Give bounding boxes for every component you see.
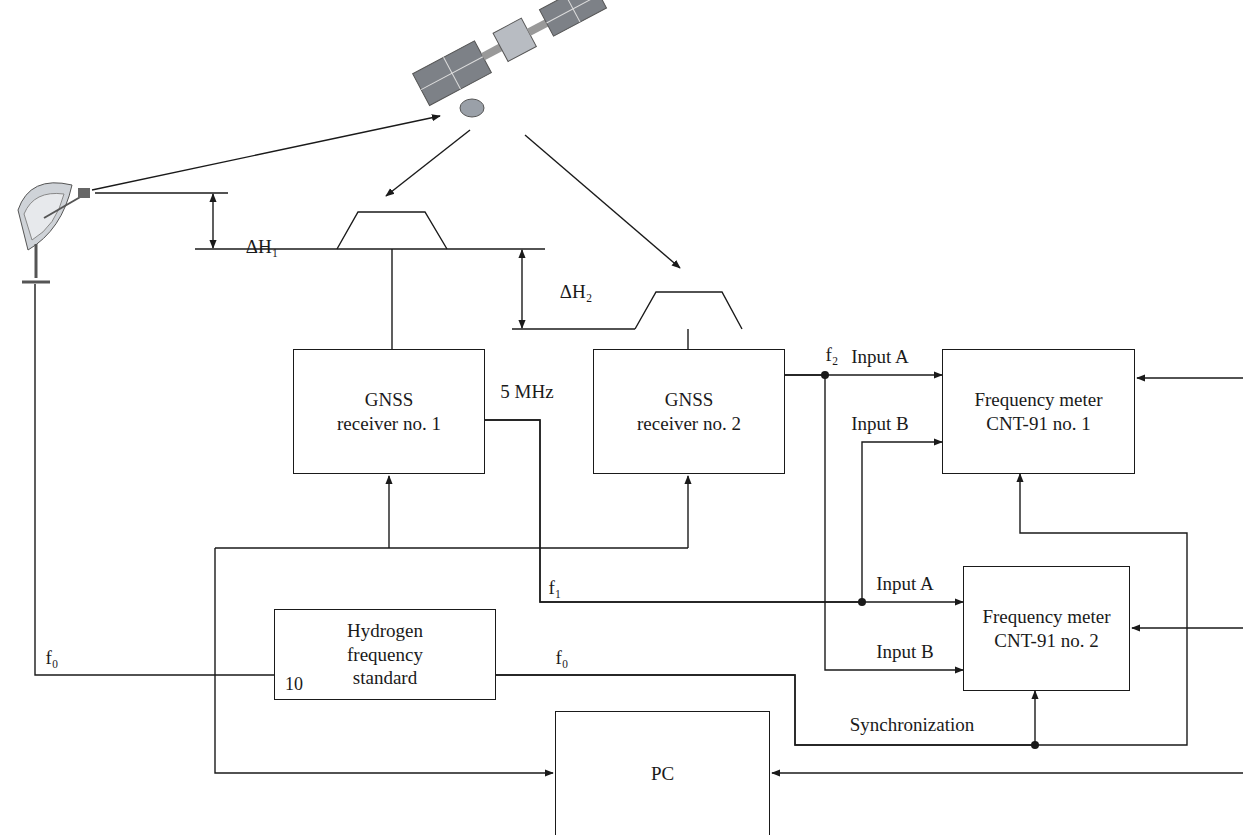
signal-connector: [785, 375, 963, 670]
signal-label: Synchronization: [848, 714, 977, 736]
antenna-2: [635, 292, 742, 329]
receiver-box: GNSS receiver no. 1: [293, 349, 485, 474]
signal-label: f₂: [824, 344, 841, 366]
dimension-label: ΔH₂: [558, 281, 595, 303]
signal-connector: [496, 474, 1187, 745]
signal-label: f₁: [547, 577, 564, 599]
callout-number: 10: [285, 674, 303, 695]
box-text: GNSS receiver no. 2: [634, 388, 744, 436]
computer-box: PC: [555, 711, 770, 835]
box-text: Frequency meter CNT-91 no. 1: [964, 388, 1114, 436]
input-label: Input B: [849, 413, 911, 435]
input-label: Input B: [874, 641, 936, 663]
input-label: Input A: [874, 573, 936, 595]
receiver-box: GNSS receiver no. 2: [593, 349, 785, 474]
box-text: Frequency meter CNT-91 no. 2: [977, 605, 1117, 653]
frequency-meter-box: Frequency meter CNT-91 no. 2: [963, 566, 1130, 691]
signal-label: f₀: [44, 647, 61, 669]
signal-label: f₀: [554, 647, 571, 669]
antenna-1: [337, 212, 447, 249]
dimension-label: ΔH₁: [244, 236, 281, 258]
wires: [35, 116, 1243, 773]
frequency-standard-box: Hydrogen frequency standard 10: [274, 609, 496, 700]
input-label: Input A: [849, 346, 911, 368]
dish-antenna-illustration: [18, 183, 90, 282]
frequency-meter-box: Frequency meter CNT-91 no. 1: [942, 349, 1135, 474]
signal-label: 5 MHz: [498, 381, 555, 403]
box-text: PC: [651, 762, 674, 786]
box-text: Hydrogen frequency standard: [325, 619, 445, 690]
satellite-illustration: [413, 0, 608, 117]
box-text: GNSS receiver no. 1: [334, 388, 444, 436]
